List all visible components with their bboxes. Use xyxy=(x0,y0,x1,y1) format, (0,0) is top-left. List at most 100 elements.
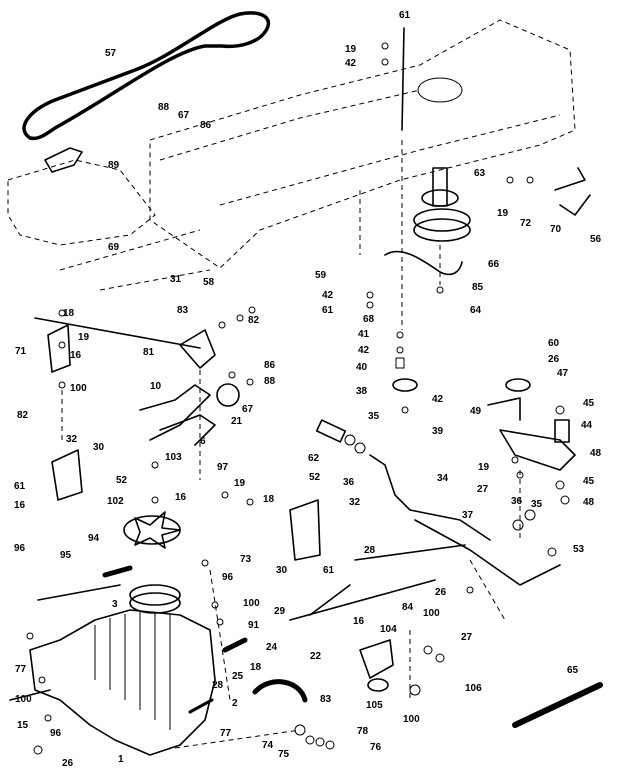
label-29: 29 xyxy=(274,606,286,617)
label-42c: 42 xyxy=(358,345,370,356)
bushing-62 xyxy=(315,419,347,443)
label-15: 15 xyxy=(17,720,29,731)
label-27: 27 xyxy=(477,484,489,495)
rod-28 xyxy=(354,544,466,561)
rod-29 xyxy=(309,584,351,616)
label-27b: 27 xyxy=(461,632,473,643)
spring-95 xyxy=(102,565,133,578)
label-38: 38 xyxy=(356,386,368,397)
label-6: 6 xyxy=(200,436,206,447)
bracket-30 xyxy=(51,449,83,501)
label-62: 62 xyxy=(308,453,320,464)
engine-shaft-63 xyxy=(432,167,448,207)
label-69: 69 xyxy=(108,242,120,253)
label-28b: 28 xyxy=(212,680,224,691)
label-84: 84 xyxy=(402,602,414,613)
label-16c: 16 xyxy=(175,492,187,503)
label-44: 44 xyxy=(581,420,593,431)
label-26c: 26 xyxy=(62,758,74,769)
leader-lines xyxy=(59,140,521,749)
label-70: 70 xyxy=(550,224,562,235)
engine-pulley-top xyxy=(413,208,471,232)
label-32b: 32 xyxy=(349,497,361,508)
linkage-bracket xyxy=(179,329,216,369)
label-100: 100 xyxy=(70,383,87,394)
label-67b: 67 xyxy=(242,404,254,415)
label-16b: 16 xyxy=(14,500,26,511)
label-36: 36 xyxy=(343,477,355,488)
label-103: 103 xyxy=(165,452,182,463)
label-42d: 42 xyxy=(432,394,444,405)
label-88b: 88 xyxy=(264,376,276,387)
label-48b: 48 xyxy=(583,497,595,508)
label-97: 97 xyxy=(217,462,229,473)
pulley-hub xyxy=(421,189,459,207)
label-34: 34 xyxy=(437,473,449,484)
rod-22 xyxy=(289,579,436,621)
label-22: 22 xyxy=(310,651,322,662)
cylinder-44 xyxy=(554,419,570,443)
label-75: 75 xyxy=(278,749,290,760)
label-82b: 82 xyxy=(17,410,29,421)
label-86: 86 xyxy=(200,120,212,131)
label-19: 19 xyxy=(345,44,357,55)
label-58: 58 xyxy=(203,277,215,288)
label-18b: 18 xyxy=(263,494,275,505)
label-41: 41 xyxy=(358,329,370,340)
label-35b: 35 xyxy=(531,499,543,510)
transaxle-fins xyxy=(94,612,171,730)
label-47: 47 xyxy=(557,368,569,379)
label-40: 40 xyxy=(356,362,368,373)
label-77: 77 xyxy=(15,664,27,675)
label-26: 26 xyxy=(548,354,560,365)
frame-rail-upper xyxy=(159,89,421,161)
label-16: 16 xyxy=(70,350,82,361)
disc-47 xyxy=(505,378,531,392)
disc-38 xyxy=(392,378,418,392)
label-96: 96 xyxy=(14,543,26,554)
bushing-105 xyxy=(367,678,389,692)
label-61b: 61 xyxy=(322,305,334,316)
label-25: 25 xyxy=(232,671,244,682)
label-72: 72 xyxy=(520,218,532,229)
bracket-30-right xyxy=(289,499,321,561)
label-61: 61 xyxy=(399,10,411,21)
hardware-parts xyxy=(26,42,570,755)
label-26b: 26 xyxy=(435,587,447,598)
label-2: 2 xyxy=(232,698,238,709)
shift-lever-6 xyxy=(139,384,211,441)
label-61c: 61 xyxy=(14,481,26,492)
label-30b: 30 xyxy=(276,565,288,576)
main-frame xyxy=(149,19,576,269)
label-71: 71 xyxy=(15,346,27,357)
label-39: 39 xyxy=(432,426,444,437)
bracket-70 xyxy=(554,167,591,216)
label-65: 65 xyxy=(567,665,579,676)
label-48: 48 xyxy=(590,448,602,459)
shaft-61 xyxy=(401,27,405,131)
spring-25 xyxy=(222,637,248,653)
label-100d: 100 xyxy=(15,694,32,705)
clutch-rod-34 xyxy=(369,454,491,541)
label-31: 31 xyxy=(170,274,182,285)
label-67: 67 xyxy=(178,110,190,121)
part-labels: 57 61 19 42 88 67 86 89 69 63 19 72 70 5… xyxy=(14,10,602,769)
label-32: 32 xyxy=(66,434,78,445)
label-59: 59 xyxy=(315,270,327,281)
shift-lever-8 xyxy=(159,414,216,446)
label-89: 89 xyxy=(108,160,120,171)
label-52: 52 xyxy=(116,475,128,486)
label-45b: 45 xyxy=(583,476,595,487)
label-37: 37 xyxy=(462,510,474,521)
cooling-fan-94 xyxy=(123,511,181,549)
belt-guide-83 xyxy=(252,679,308,703)
label-83: 83 xyxy=(177,305,189,316)
label-81: 81 xyxy=(143,347,155,358)
label-68: 68 xyxy=(363,314,375,325)
label-95: 95 xyxy=(60,550,72,561)
label-78: 78 xyxy=(357,726,369,737)
label-53: 53 xyxy=(573,544,585,555)
label-105: 105 xyxy=(366,700,383,711)
bracket-71 xyxy=(47,324,71,373)
